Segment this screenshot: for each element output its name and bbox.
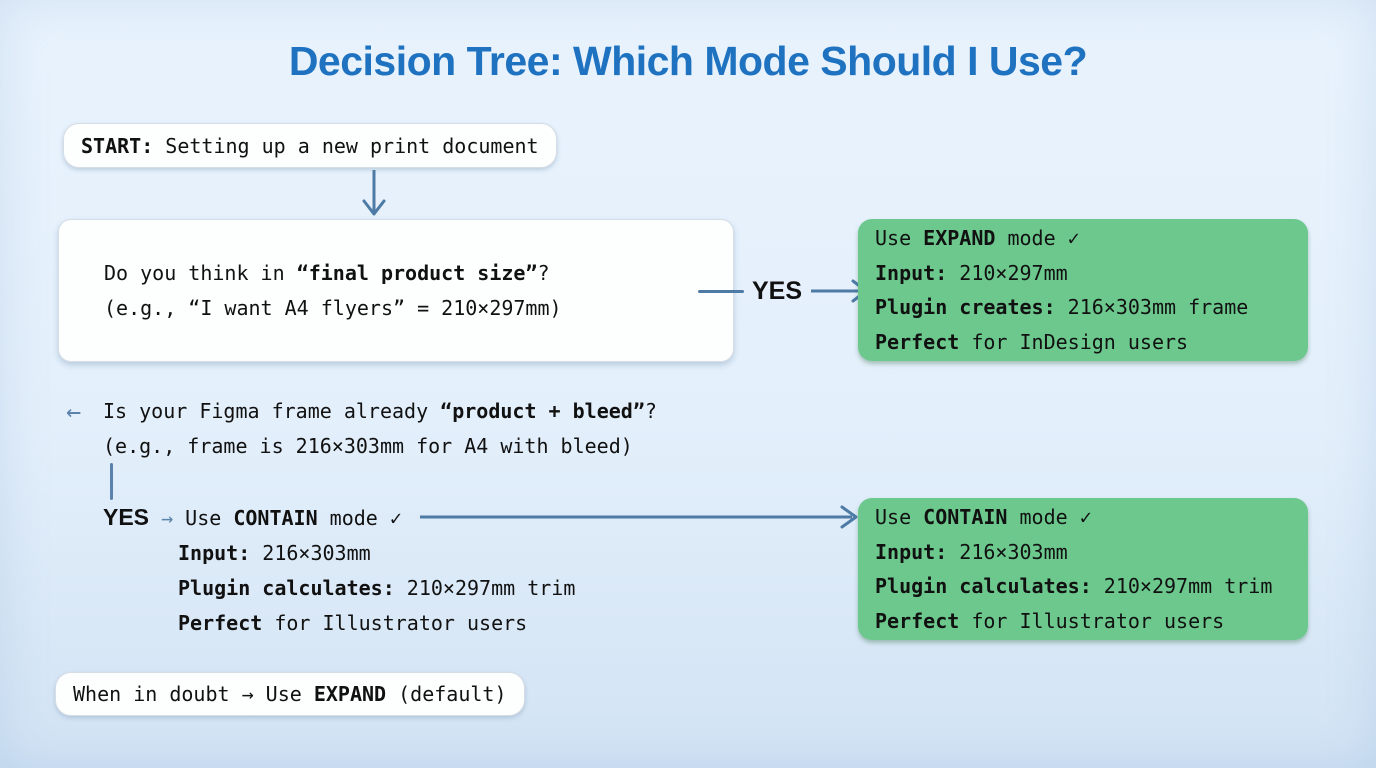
question-box: Do you think in “final product size”? (e… <box>58 219 734 362</box>
bleed-question-line-2: (e.g., frame is 216×303mm for A4 with bl… <box>103 434 633 458</box>
bleed-question: ← Is your Figma frame already “product +… <box>66 394 657 464</box>
yes-branch-label: YES <box>752 276 803 305</box>
start-text: Setting up a new print document <box>153 133 539 158</box>
contain-steps: YES → Use CONTAIN mode ✓ Input: 216×303m… <box>103 500 575 641</box>
contain-line-2: Input: 216×303mm <box>875 539 1068 564</box>
start-box: START: Setting up a new print document <box>63 123 557 168</box>
default-note-box: When in doubt → Use EXPAND (default) <box>55 672 525 716</box>
contain-steps-line-3: Plugin calculates: 210×297mm trim <box>178 576 576 600</box>
contain-yes-label: YES <box>103 504 150 530</box>
expand-line-2: Input: 210×297mm <box>875 260 1068 285</box>
small-right-arrow-icon: → <box>149 506 186 530</box>
page-title: Decision Tree: Which Mode Should I Use? <box>288 38 1088 84</box>
question-line-1: Do you think in “final product size”? <box>104 260 550 285</box>
question-line-2: (e.g., “I want A4 flyers” = 210×297mm) <box>104 295 562 320</box>
contain-steps-line-4: Perfect for Illustrator users <box>178 611 528 635</box>
contain-line-3: Plugin calculates: 210×297mm trim <box>875 574 1273 598</box>
bleed-question-line-1: Is your Figma frame already “product + b… <box>103 399 657 423</box>
contain-line-4: Perfect for Illustrator users <box>875 608 1225 633</box>
start-label: START: <box>81 133 154 158</box>
contain-result-box: Use CONTAIN mode ✓ Input: 216×303mm Plug… <box>858 498 1308 640</box>
yes-branch-connector: YES <box>698 277 868 305</box>
vertical-connector-line <box>110 463 113 500</box>
left-arrow-icon: ← <box>66 397 82 426</box>
expand-result-box: Use EXPAND mode ✓ Input: 210×297mm Plugi… <box>858 219 1308 361</box>
expand-line-1: Use EXPAND mode ✓ <box>875 226 1080 250</box>
contain-line-1: Use CONTAIN mode ✓ <box>875 505 1092 529</box>
connector-line <box>698 289 744 293</box>
down-arrow-icon <box>362 170 386 216</box>
contain-steps-line-2: Input: 216×303mm <box>178 541 371 565</box>
expand-line-4: Perfect for InDesign users <box>875 329 1189 354</box>
expand-line-3: Plugin creates: 216×303mm frame <box>875 295 1249 319</box>
contain-arrow <box>420 505 858 529</box>
contain-steps-line-1: YES → Use CONTAIN mode ✓ <box>103 504 402 530</box>
